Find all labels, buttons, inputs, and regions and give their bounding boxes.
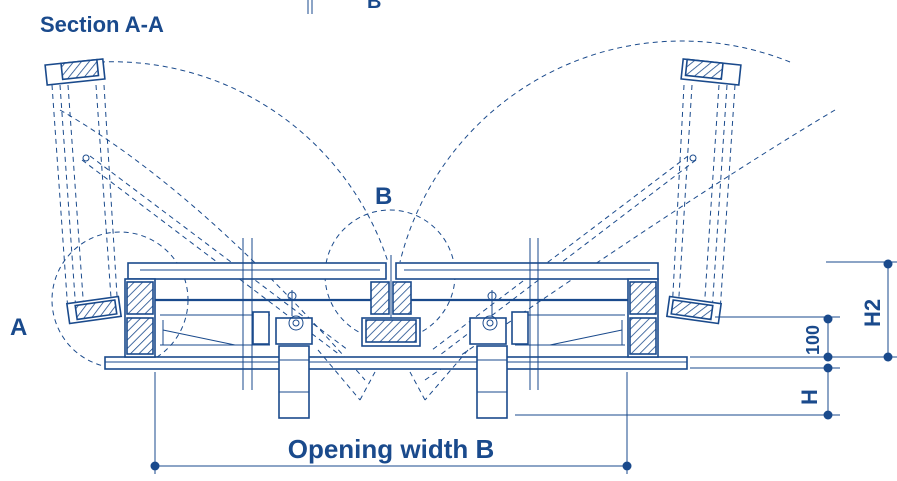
opening-arcs [59,40,836,381]
opening-width-dimension: Opening width B [150,372,632,474]
right-open-leaf [431,58,742,356]
center-meeting-stile [361,255,421,347]
opening-width-label: Opening width B [288,434,495,464]
detail-a-label: A [10,314,27,341]
left-open-leaf [44,58,349,356]
top-section-marker: B [307,0,381,14]
left-drive-unit [252,290,376,419]
dim-100-label: 100 [803,325,823,355]
right-closed-leaf [395,262,659,358]
right-drive-unit [409,290,529,419]
detail-circle-b: B [324,183,456,341]
height-dimensions: 100 H H2 [515,259,897,420]
top-marker-label: B [367,0,381,13]
guide-lines [242,238,539,390]
dim-h2-label: H2 [860,299,885,327]
detail-b-label: B [375,183,392,210]
section-title: Section A-A [40,12,164,37]
base-frame [104,356,688,370]
left-closed-leaf [124,262,387,358]
dim-h-label: H [797,389,822,405]
